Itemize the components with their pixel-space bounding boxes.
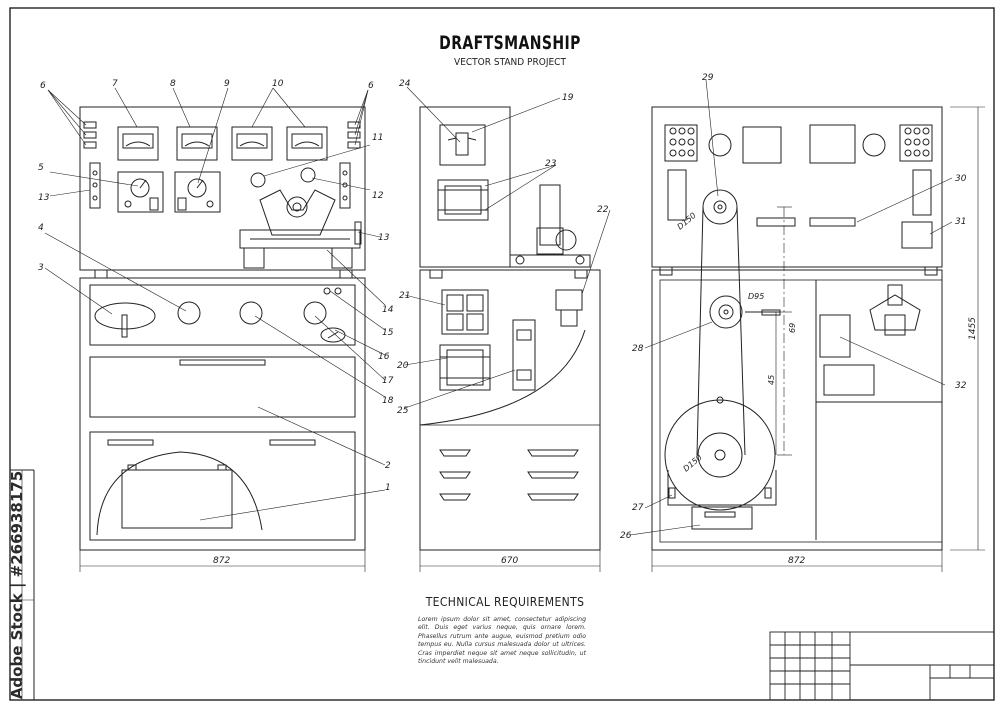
callout-12: 12 (372, 191, 384, 201)
dim-45: 45 (767, 375, 776, 385)
callout-20: 20 (397, 361, 409, 371)
callout-25: 25 (397, 406, 409, 416)
dim-height: 1455 (968, 317, 978, 340)
callout-26: 26 (620, 531, 632, 541)
requirements-body: Lorem ipsum dolor sit amet, consectetur … (418, 616, 586, 666)
callout-15: 15 (382, 328, 394, 338)
back-view (651, 106, 985, 572)
callout-14: 14 (382, 305, 394, 315)
sheet-frame (9, 7, 995, 701)
callout-24: 24 (399, 79, 411, 89)
callout-27: 27 (632, 503, 644, 513)
requirements-title: TECHNICAL REQUIREMENTS (425, 595, 585, 609)
callout-4: 4 (38, 223, 44, 233)
side-view (419, 106, 601, 572)
callout-17: 17 (382, 376, 394, 386)
leader-lines (44, 79, 953, 536)
vent-slots (439, 449, 579, 501)
dimension-labels: 872 670 872 1455 D150 D95 D150 69 45 (213, 211, 978, 566)
dim-d95: D95 (748, 292, 764, 301)
stock-watermark: Adobe Stock | #266938175 (0, 470, 34, 700)
callout-32: 32 (955, 381, 967, 391)
callout-21: 21 (399, 291, 410, 301)
callout-18: 18 (382, 396, 394, 406)
front-view (79, 106, 366, 572)
callout-7: 7 (112, 79, 118, 89)
callout-29: 29 (702, 73, 714, 83)
callout-1: 1 (385, 483, 391, 493)
dim-back-width: 872 (788, 556, 805, 566)
callout-10: 10 (272, 79, 284, 89)
dim-d150-bottom: D150 (682, 453, 704, 474)
page-title: DRAFTSMANSHIP (439, 32, 581, 54)
callout-2: 2 (385, 461, 391, 471)
callout-8: 8 (170, 79, 176, 89)
callout-labels: 1 2 3 4 5 6 6 7 8 9 10 11 12 13 13 14 15… (38, 73, 967, 541)
callout-6-left: 6 (40, 81, 46, 91)
dim-69: 69 (788, 323, 797, 333)
callout-13-right: 13 (378, 233, 390, 243)
callout-16: 16 (378, 352, 390, 362)
callout-30: 30 (955, 174, 967, 184)
belt-drive (664, 189, 781, 530)
title-block (769, 631, 995, 701)
dim-side-width: 670 (501, 556, 518, 566)
callout-22: 22 (597, 205, 609, 215)
watermark-text: Adobe Stock | #266938175 (8, 470, 27, 700)
callout-23: 23 (545, 159, 557, 169)
callout-11: 11 (372, 133, 383, 143)
callout-3: 3 (38, 263, 44, 273)
dim-front-width: 872 (213, 556, 230, 566)
meter-group (117, 126, 328, 161)
callout-28: 28 (632, 344, 644, 354)
callout-6-right: 6 (368, 81, 374, 91)
callout-31: 31 (955, 217, 966, 227)
callout-13-left: 13 (38, 193, 50, 203)
page-subtitle: VECTOR STAND PROJECT (454, 57, 566, 68)
callout-9: 9 (224, 79, 230, 89)
callout-19: 19 (562, 93, 574, 103)
dim-d150-top: D150 (676, 211, 698, 232)
callout-5: 5 (38, 163, 44, 173)
